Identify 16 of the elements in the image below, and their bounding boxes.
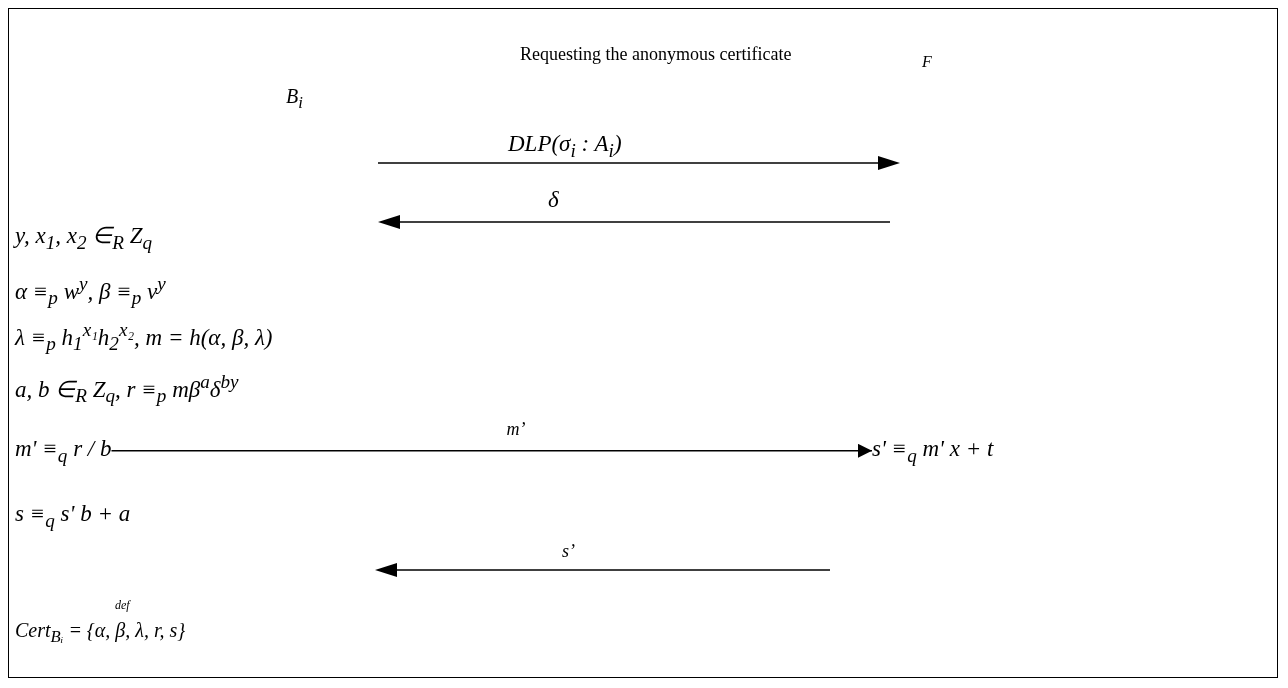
- message-label: DLP(σ$_{i}$ : A$_{i}$): [508, 130, 622, 162]
- formula: α ≡$_{p}$ w$^{y}$, β ≡$_{p}$ v$^{y}$: [15, 272, 166, 310]
- formula: s ≡$_{q}$ s' b + a: [15, 500, 131, 532]
- formula: s' ≡$_{q}$ m' x + t: [872, 435, 994, 467]
- diagram-title: Requesting the anonymous certificate: [520, 44, 792, 65]
- definition-mark: def: [115, 598, 130, 613]
- party-label: F: [922, 52, 932, 72]
- formula: λ ≡$_{p}$ h$_{1}$$^{x₁}$h$_{2}$$^{x₂}$, m = h(α, β, λ): [15, 318, 273, 356]
- formula: Cert$_{Bᵢ}$ = {α, β, λ, r, s}: [15, 618, 186, 647]
- message-label: s’: [562, 541, 575, 563]
- formula: m' ≡$_{q}$ r / b: [15, 435, 112, 467]
- arrow: [110, 443, 873, 458]
- formula: y, x$_{1}$, x$_{2}$ ∈$_{R}$ Z$_{q}$: [15, 222, 153, 254]
- party-label: B$_{i}$: [286, 84, 303, 113]
- formula: a, b ∈$_{R}$ Z$_{q}$, r ≡$_{p}$ mβ$^{a}$δ$^{by}$: [15, 370, 239, 408]
- message-label: δ: [548, 186, 559, 214]
